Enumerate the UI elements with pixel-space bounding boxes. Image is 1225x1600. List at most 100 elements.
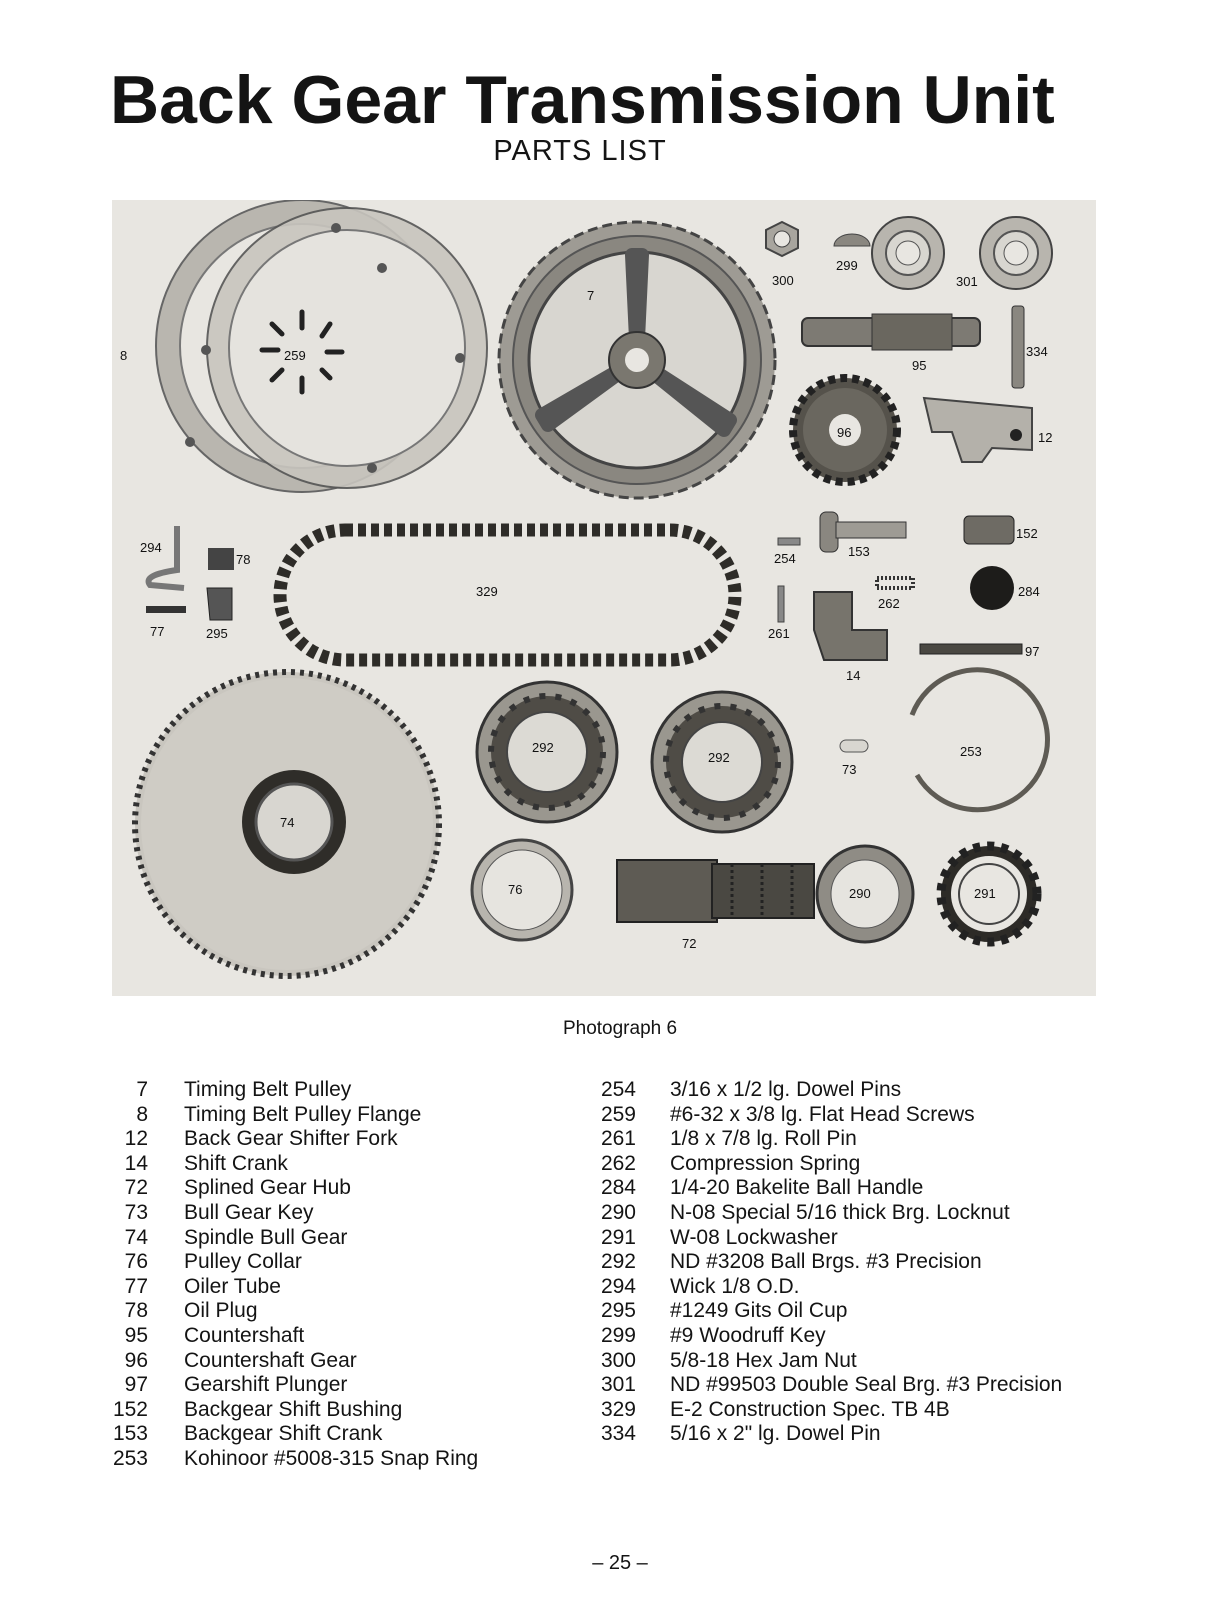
part-description: Countershaft Gear [184,1348,357,1372]
part-number: 14 [124,1151,148,1175]
part-number: 301 [600,1373,636,1397]
photo-labels: 7 8 259 300 299 301 95 334 96 12 294 78 … [120,258,1052,951]
part-row: 301 ND #99503 Double Seal Brg. #3 Precisi… [580,1373,1062,1398]
label-p76: 76 [508,882,522,897]
label-p284: 284 [1018,584,1040,599]
part-number: 77 [124,1274,148,1298]
label-p78: 78 [236,552,250,567]
label-p259: 259 [284,348,306,363]
locknut-290-part [815,844,915,944]
pulley-collar-part [470,838,574,942]
part-description: Countershaft [184,1323,305,1347]
part-number: 76 [124,1250,148,1274]
label-p292a: 292 [532,740,554,755]
part-description: 5/16 x 2" lg. Dowel Pin [670,1422,881,1446]
part-description: 1/8 x 7/8 lg. Roll Pin [670,1127,857,1151]
part-description: 5/8-18 Hex Jam Nut [670,1348,857,1372]
part-number: 295 [600,1299,636,1323]
label-p295: 295 [206,626,228,641]
dowel-pin-334-part [1011,305,1025,389]
part-row: 300 5/8-18 Hex Jam Nut [580,1349,1062,1374]
label-p290: 290 [849,886,871,901]
bushing-152-part [963,515,1015,545]
part-number: 294 [600,1274,636,1298]
oil-plug-part [208,548,234,570]
timing-pulley-part [497,220,777,500]
label-p262: 262 [878,596,900,611]
part-row: 78 Oil Plug [100,1299,478,1324]
part-number: 291 [600,1225,636,1249]
parts-photograph: 7 8 259 300 299 301 95 334 96 12 294 78 … [112,200,1096,996]
gear-hub-part [616,859,815,923]
label-p254: 254 [774,551,796,566]
bull-gear-part [132,669,442,979]
part-number: 300 [600,1348,636,1372]
part-description: E-2 Construction Spec. TB 4B [670,1397,950,1421]
label-p300: 300 [772,273,794,288]
part-number: 261 [600,1127,636,1151]
label-p299: 299 [836,258,858,273]
part-description: Timing Belt Pulley [184,1078,352,1101]
page-subtitle: PARTS LIST [493,135,667,167]
part-number: 73 [124,1200,148,1224]
label-p96: 96 [837,425,851,440]
part-number: 8 [136,1102,148,1126]
oil-cup-part [206,587,233,621]
part-description: ND #99503 Double Seal Brg. #3 Precision [670,1373,1063,1397]
part-number: 96 [124,1348,148,1372]
part-number: 78 [124,1299,148,1323]
spring-262-part [875,576,915,590]
part-row: 7 Timing Belt Pulley [100,1078,478,1103]
part-row: 334 5/16 x 2" lg. Dowel Pin [580,1422,1062,1447]
wick-part [145,526,185,591]
label-p261: 261 [768,626,790,641]
part-row: 73 Bull Gear Key [100,1201,478,1226]
part-number: 290 [600,1200,636,1224]
label-p97: 97 [1025,644,1039,659]
part-number: 284 [600,1176,636,1200]
part-number: 253 [112,1446,148,1470]
part-description: #9 Woodruff Key [670,1323,826,1347]
label-p12: 12 [1038,430,1052,445]
part-description: Oil Plug [184,1299,258,1323]
part-number: 7 [136,1078,148,1101]
part-row: 95 Countershaft [100,1324,478,1349]
part-number: 95 [124,1323,148,1347]
part-description: Gearshift Plunger [184,1373,348,1397]
part-number: 259 [600,1102,636,1126]
part-number: 254 [600,1078,636,1101]
bull-gear-key-part [839,739,869,753]
bearing-301-part [871,216,1053,290]
countershaft-gear-part [789,374,901,486]
part-description: ND #3208 Ball Brgs. #3 Precision [670,1250,982,1274]
label-p294: 294 [140,540,162,555]
part-row: 259#6-32 x 3/8 lg. Flat Head Screws [580,1103,1062,1128]
label-p329: 329 [476,584,498,599]
countershaft-part [801,313,981,351]
part-number: 334 [600,1422,636,1446]
shift-crank-153-part [819,511,907,553]
timing-belt-part [273,523,742,667]
part-description: Kohinoor #5008-315 Snap Ring [184,1446,479,1470]
label-p74: 74 [280,815,294,830]
photo-caption: Photograph 6 [562,1018,678,1039]
screws-part [259,309,345,395]
flange-part [155,200,488,493]
part-description: Bull Gear Key [184,1200,314,1224]
label-p334: 334 [1026,344,1048,359]
part-description: 3/16 x 1/2 lg. Dowel Pins [670,1078,902,1101]
snap-ring-part [909,667,1050,813]
part-description: Back Gear Shifter Fork [184,1127,398,1151]
